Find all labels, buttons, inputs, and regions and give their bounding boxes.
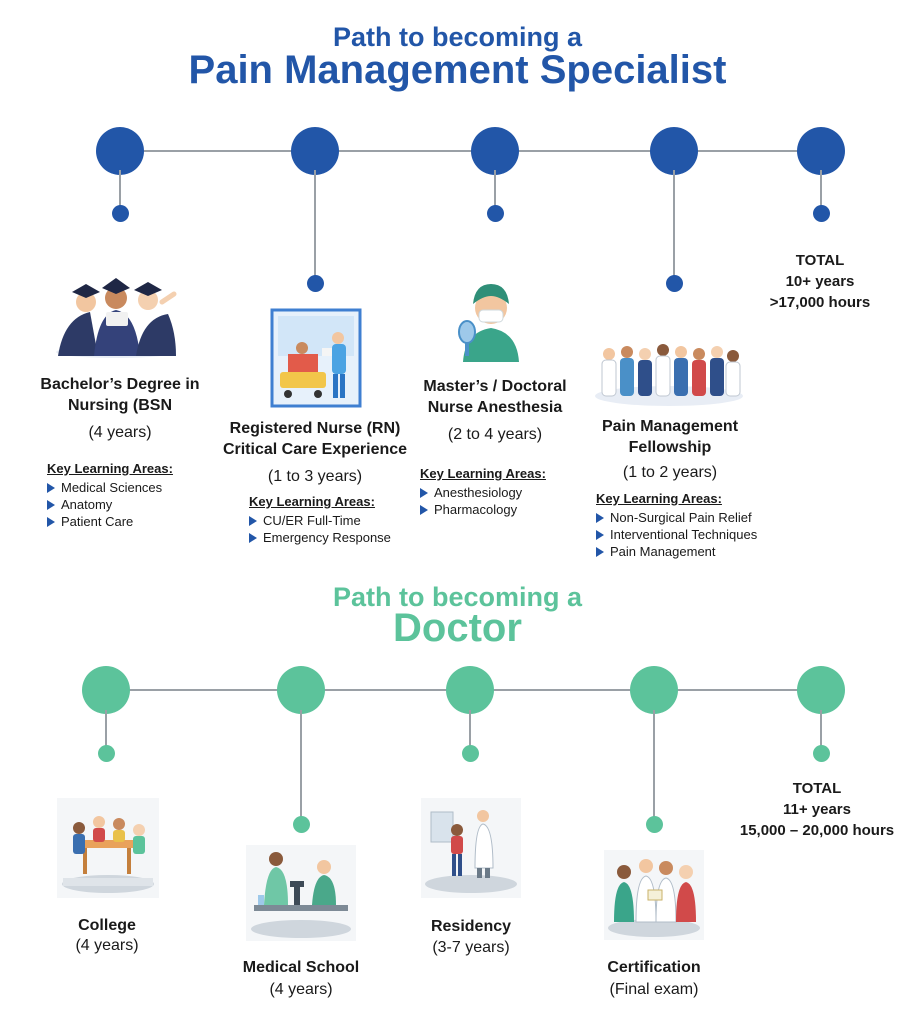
triangle-bullet-icon xyxy=(47,500,55,510)
doctor-stage-2-title: Medical School xyxy=(242,959,360,976)
pain-stage-2-title: Registered Nurse (RN) Critical Care Expe… xyxy=(222,420,408,458)
doctor-dot-1 xyxy=(98,745,115,762)
doctor-connector-2 xyxy=(300,710,302,822)
pain-connector-4 xyxy=(673,170,675,280)
triangle-bullet-icon xyxy=(596,547,604,557)
pain-dot-4 xyxy=(666,275,683,292)
key-areas-heading: Key Learning Areas: xyxy=(596,491,722,506)
pain-connector-3 xyxy=(494,170,496,210)
pain-node-3 xyxy=(471,127,519,175)
pain-stage-2-duration: (1 to 3 years) xyxy=(267,468,363,485)
pain-dot-1 xyxy=(112,205,129,222)
pain-stage-4-duration: (1 to 2 years) xyxy=(622,464,718,481)
pain-stage-3-duration: (2 to 4 years) xyxy=(447,426,543,443)
graduates-illustration xyxy=(56,278,177,358)
pain-stage-1-key-areas: Key Learning Areas: Medical Sciences Ana… xyxy=(47,460,173,530)
key-areas-heading: Key Learning Areas: xyxy=(420,466,546,481)
pain-stage-3-title: Master’s / Doctoral Nurse Anesthesia xyxy=(423,378,567,416)
pain-stage-2-key-areas: Key Learning Areas: CU/ER Full-Time Emer… xyxy=(249,493,391,546)
doctor-total-hours: 15,000 – 20,000 hours xyxy=(739,822,895,839)
triangle-bullet-icon xyxy=(596,513,604,523)
doctor-dot-4 xyxy=(646,816,663,833)
list-item: CU/ER Full-Time xyxy=(249,512,391,529)
pain-total-hours: >17,000 hours xyxy=(769,294,871,311)
triangle-bullet-icon xyxy=(47,483,55,493)
list-item: Non-Surgical Pain Relief xyxy=(596,509,757,526)
list-item: Patient Care xyxy=(47,513,173,530)
list-item: Anatomy xyxy=(47,496,173,513)
doctor-dot-3 xyxy=(462,745,479,762)
doctor-connector-total xyxy=(820,710,822,750)
pain-node-total xyxy=(797,127,845,175)
triangle-bullet-icon xyxy=(47,517,55,527)
pain-connector-1 xyxy=(119,170,121,210)
pain-stage-3-key-areas: Key Learning Areas: Anesthesiology Pharm… xyxy=(420,465,546,518)
doctor-node-3 xyxy=(446,666,494,714)
doctor-stage-2-duration: (4 years) xyxy=(269,981,333,998)
key-areas-heading: Key Learning Areas: xyxy=(249,494,375,509)
doctor-stage-4-title: Certification xyxy=(607,959,701,976)
certified-doctors-illustration xyxy=(604,850,704,940)
doctor-dot-2 xyxy=(293,816,310,833)
pain-node-4 xyxy=(650,127,698,175)
doctor-title-line2: Doctor xyxy=(393,606,522,650)
doctor-node-1 xyxy=(82,666,130,714)
doctor-node-total xyxy=(797,666,845,714)
pain-connector-total xyxy=(820,170,822,210)
doctor-total-years: 11+ years xyxy=(783,801,851,818)
doctor-total: TOTAL 11+ years 15,000 – 20,000 hours xyxy=(722,778,912,841)
doctor-stage-1-duration: (4 years) xyxy=(75,937,139,954)
students-studying-illustration xyxy=(57,798,159,898)
pain-title-line2: Pain Management Specialist xyxy=(188,48,727,92)
list-item: Pain Management xyxy=(596,543,757,560)
pain-stage-4-key-areas: Key Learning Areas: Non-Surgical Pain Re… xyxy=(596,490,757,560)
doctor-total-label: TOTAL xyxy=(792,780,842,797)
triangle-bullet-icon xyxy=(596,530,604,540)
pain-stage-1-duration: (4 years) xyxy=(88,424,152,441)
doctor-connector-1 xyxy=(105,710,107,750)
doctor-title-line1: Path to becoming a xyxy=(332,582,583,612)
doctor-stage-3-duration: (3-7 years) xyxy=(432,939,510,956)
key-areas-heading: Key Learning Areas: xyxy=(47,461,173,476)
doctor-dot-total xyxy=(813,745,830,762)
doctor-connector-4 xyxy=(653,710,655,822)
triangle-bullet-icon xyxy=(420,488,428,498)
icu-nurse-illustration xyxy=(270,308,362,408)
pain-connector-2 xyxy=(314,170,316,280)
lab-research-illustration xyxy=(246,845,356,941)
medical-team-illustration xyxy=(595,344,743,406)
pain-total-label: TOTAL xyxy=(795,252,845,269)
list-item: Pharmacology xyxy=(420,501,546,518)
pain-node-1 xyxy=(96,127,144,175)
pain-total-years: 10+ years xyxy=(785,273,855,290)
doctor-node-4 xyxy=(630,666,678,714)
pain-stage-4-title: Pain Management Fellowship xyxy=(601,418,739,456)
triangle-bullet-icon xyxy=(249,516,257,526)
pain-stage-1-title: Bachelor’s Degree in Nursing (BSN xyxy=(40,376,200,414)
doctor-stage-1-title: College xyxy=(78,917,136,934)
pain-dot-total xyxy=(813,205,830,222)
list-item: Interventional Techniques xyxy=(596,526,757,543)
doctor-patient-illustration xyxy=(421,798,521,898)
pain-total: TOTAL 10+ years >17,000 hours xyxy=(750,250,890,313)
doctor-stage-4-duration: (Final exam) xyxy=(609,981,699,998)
triangle-bullet-icon xyxy=(420,505,428,515)
list-item: Anesthesiology xyxy=(420,484,546,501)
doctor-connector-3 xyxy=(469,710,471,750)
pain-node-2 xyxy=(291,127,339,175)
doctor-node-2 xyxy=(277,666,325,714)
doctor-stage-3-title: Residency xyxy=(430,918,512,935)
pain-timeline-line xyxy=(120,150,820,152)
anesthetist-illustration xyxy=(458,284,519,362)
triangle-bullet-icon xyxy=(249,533,257,543)
pain-dot-3 xyxy=(487,205,504,222)
list-item: Emergency Response xyxy=(249,529,391,546)
list-item: Medical Sciences xyxy=(47,479,173,496)
pain-dot-2 xyxy=(307,275,324,292)
pain-title-line1: Path to becoming a xyxy=(332,22,583,52)
